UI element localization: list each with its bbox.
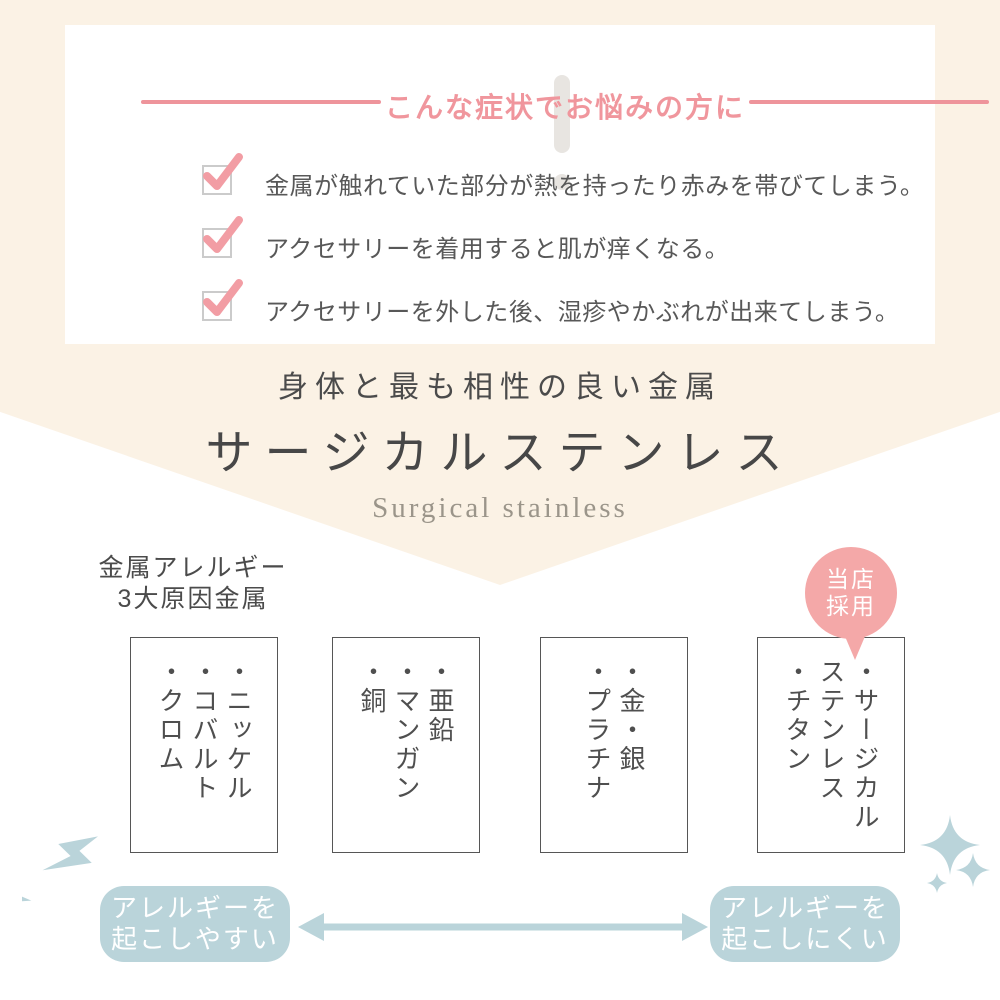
metal-list: ・亜鉛 ・マンガン ・銅 <box>355 658 457 803</box>
checkmark-icon <box>203 153 243 190</box>
allergy-prone-label: アレルギーを 起こしやすい <box>100 886 290 962</box>
label-line: 起こしにくい <box>721 924 889 954</box>
exclamation-icon <box>554 75 570 153</box>
symptom-item: 金属が触れていた部分が熱を持ったり赤みを帯びてしまう。 <box>202 153 992 200</box>
symptom-item: アクセサリーを着用すると肌が痒くなる。 <box>202 216 992 263</box>
badge-tail <box>844 634 866 660</box>
exclamation-dot-icon <box>554 174 570 190</box>
sparkle-icon <box>920 815 990 893</box>
symptom-text: アクセサリーを外した後、湿疹やかぶれが出来てしまう。 <box>265 299 900 326</box>
allergy-resistant-label: アレルギーを 起こしにくい <box>710 886 900 962</box>
hero-subtitle: 身体と最も相性の良い金属 <box>278 371 722 404</box>
label-line: アレルギーを <box>110 893 279 923</box>
caption-line: 3大原因金属 <box>117 585 269 613</box>
metal-name: ・ニッケル <box>223 658 253 803</box>
metal-name: ・金・銀 <box>616 658 646 774</box>
shop-adopted-badge: 当店 採用 <box>805 547 897 639</box>
metal-name: ・クロム <box>155 658 185 774</box>
allergy-cause-caption: 金属アレルギー 3大原因金属 <box>93 553 293 615</box>
symptom-text: 金属が触れていた部分が熱を持ったり赤みを帯びてしまう。 <box>265 173 925 200</box>
symptoms-heading: こんな症状でお悩みの方に <box>384 92 745 123</box>
metal-list: ・ニッケル ・コバルト ・クロム <box>153 658 255 803</box>
lightning-icon <box>22 836 98 908</box>
heading-rule-left <box>141 100 381 104</box>
metal-name: ・チタン <box>782 658 812 774</box>
double-arrow-icon <box>298 913 708 941</box>
metal-box-surgical-stainless-titanium: ・サージカル ステンレス ・チタン <box>757 637 905 853</box>
metal-list: ・金・銀 ・プラチナ <box>580 658 648 803</box>
metal-name: ・マンガン <box>391 658 421 803</box>
heading-rule-right <box>749 100 989 104</box>
label-line: アレルギーを <box>720 893 889 923</box>
symptom-text: アクセサリーを着用すると肌が痒くなる。 <box>265 236 730 263</box>
symptom-item: アクセサリーを外した後、湿疹やかぶれが出来てしまう。 <box>202 279 992 326</box>
badge-line: 採用 <box>826 593 876 619</box>
hero-subtitle-english: Surgical stainless <box>372 492 628 524</box>
metal-name: ・亜鉛 <box>425 658 455 745</box>
metal-list: ・サージカル ステンレス ・チタン <box>780 658 882 832</box>
metal-box-gold-silver-platinum: ・金・銀 ・プラチナ <box>540 637 688 853</box>
metal-name: ステンレス <box>816 658 846 803</box>
metal-name: ・銅 <box>357 658 387 716</box>
caption-line: 金属アレルギー <box>98 554 288 582</box>
metal-box-nickel-cobalt-chrome: ・ニッケル ・コバルト ・クロム <box>130 637 278 853</box>
badge-line: 当店 <box>826 566 876 592</box>
symptoms-panel: こんな症状でお悩みの方に 金属が触れていた部分が熱を持ったり赤みを帯びてしまう。… <box>65 25 989 344</box>
checkmark-icon <box>203 279 243 316</box>
metal-name: ・プラチナ <box>582 658 612 803</box>
metal-box-zinc-manganese-copper: ・亜鉛 ・マンガン ・銅 <box>332 637 480 853</box>
hero-title: サージカルステンレス <box>205 426 795 479</box>
metal-name: ・サージカル <box>850 658 880 832</box>
label-line: 起こしやすい <box>111 924 279 954</box>
checkmark-icon <box>203 216 243 253</box>
metal-name: ・コバルト <box>189 658 219 803</box>
